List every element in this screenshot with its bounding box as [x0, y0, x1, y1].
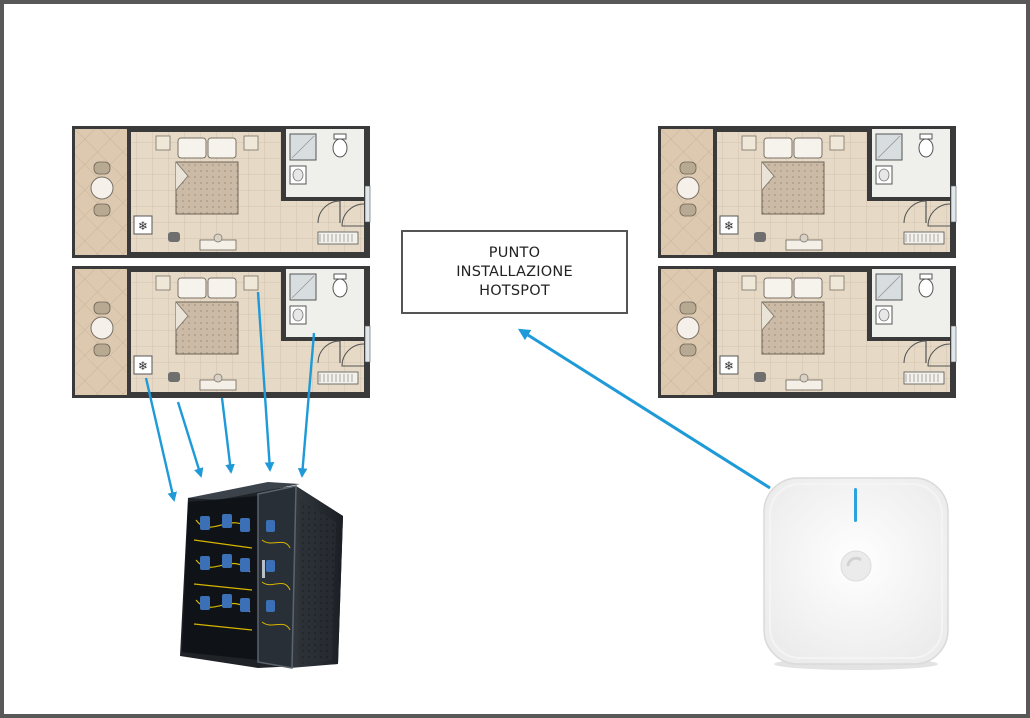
cable-arrow-ac [144, 377, 177, 502]
label-line-2: INSTALLAZIONE [456, 263, 573, 280]
floorplan-room-bottom-left [71, 265, 371, 399]
cable-arrow-desk [220, 397, 235, 474]
cable-arrow-bathroom [297, 332, 316, 478]
floorplan-room-top-left [71, 125, 371, 259]
label-line-1: PUNTO [488, 244, 541, 261]
floorplan-room-bottom-right [657, 265, 957, 399]
cable-arrows [144, 291, 316, 502]
access-point-logo [840, 550, 872, 582]
cable-arrow-nightstand [256, 291, 275, 472]
label-line-3: HOTSPOT [479, 282, 550, 299]
wifi-access-point [763, 477, 949, 670]
access-point-led [854, 488, 857, 522]
hotspot-label-box: PUNTO INSTALLAZIONE HOTSPOT [401, 230, 628, 314]
cable-arrow-chair [176, 401, 204, 478]
hotspot-arrow [517, 328, 771, 490]
floorplan-room-top-right [657, 125, 957, 259]
network-rack-cabinet [180, 482, 343, 669]
